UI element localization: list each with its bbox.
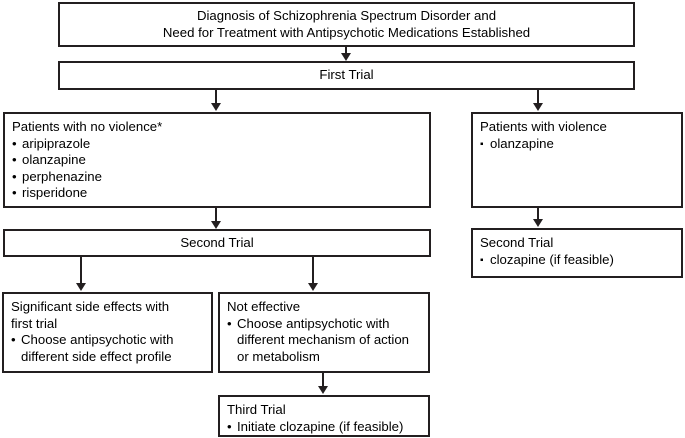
list-item-label: perphenazine [22,168,102,184]
node-patients-no-violence-heading: Patients with no violence* [12,119,163,134]
node-diagnosis-text: Diagnosis of Schizophrenia Spectrum Diso… [163,8,530,41]
node-first-trial-label: First Trial [319,67,374,83]
list-item-line2: different side effect profile [21,348,172,364]
node-significant-side-effects-heading: Significant side effects with first tria… [11,299,205,332]
node-patients-violence: Patients with violence ▪ olanzapine [471,112,683,208]
node-third-trial-list: • Initiate clozapine (if feasible) [227,419,422,436]
bullet-icon: • [11,332,16,347]
node-first-trial: First Trial [58,61,635,90]
list-item: • olanzapine [12,152,423,169]
node-second-trial-right-heading: Second Trial [480,235,554,250]
heading-line1: Significant side effects with [11,299,170,314]
node-second-trial-right-list: ▪ clozapine (if feasible) [480,252,675,269]
bullet-icon: • [12,135,17,151]
list-item-line1: Choose antipsychotic with [237,315,390,331]
list-item-line3: or metabolism [237,348,320,364]
node-diagnosis: Diagnosis of Schizophrenia Spectrum Diso… [58,2,635,47]
node-significant-side-effects: Significant side effects with first tria… [2,292,213,373]
list-item: • aripiprazole [12,136,423,153]
list-item: • risperidone [12,185,423,202]
list-item-label: olanzapine [490,135,554,151]
list-item: • Choose antipsychotic with different si… [11,332,205,365]
node-patients-violence-heading: Patients with violence [480,119,607,134]
list-item-label: clozapine (if feasible) [490,251,614,267]
bullet-icon: • [227,418,232,434]
node-patients-violence-list: ▪ olanzapine [480,136,675,153]
list-item: ▪ clozapine (if feasible) [480,252,675,269]
list-item: ▪ olanzapine [480,136,675,153]
node-second-trial-left: Second Trial [3,229,431,257]
node-second-trial-right: Second Trial ▪ clozapine (if feasible) [471,228,683,278]
list-item-label: aripiprazole [22,135,91,151]
bullet-icon: • [12,185,17,200]
bullet-icon: • [12,168,17,184]
list-item: • Initiate clozapine (if feasible) [227,419,422,436]
heading-line2: first trial [11,315,58,331]
list-item-label: Initiate clozapine (if feasible) [237,418,404,434]
node-not-effective-heading: Not effective [227,299,301,314]
node-third-trial: Third Trial • Initiate clozapine (if feas… [218,395,430,437]
node-not-effective-list: • Choose antipsychotic with different me… [227,316,422,366]
list-item-line1: Choose antipsychotic with [21,332,174,347]
node-significant-side-effects-list: • Choose antipsychotic with different si… [11,332,205,365]
list-item: • Choose antipsychotic with different me… [227,316,422,366]
node-patients-no-violence: Patients with no violence* • aripiprazole… [3,112,431,208]
node-third-trial-heading: Third Trial [227,402,286,417]
list-item: • perphenazine [12,169,423,186]
node-patients-no-violence-list: •aripiprazole •olanzapine •perphenazine … [12,136,423,202]
list-item-label: risperidone [22,185,88,200]
bullet-icon: ▪ [480,138,484,150]
list-item-line2: different mechanism of action [237,332,410,347]
bullet-icon: ▪ [480,254,484,266]
node-second-trial-left-label: Second Trial [180,234,254,250]
node-not-effective: Not effective • Choose antipsychotic wit… [218,292,430,373]
list-item-label: olanzapine [22,152,86,167]
node-diagnosis-line2: Need for Treatment with Antipsychotic Me… [162,24,531,40]
node-diagnosis-line1: Diagnosis of Schizophrenia Spectrum Diso… [196,8,497,23]
bullet-icon: • [12,152,17,167]
bullet-icon: • [227,315,232,331]
